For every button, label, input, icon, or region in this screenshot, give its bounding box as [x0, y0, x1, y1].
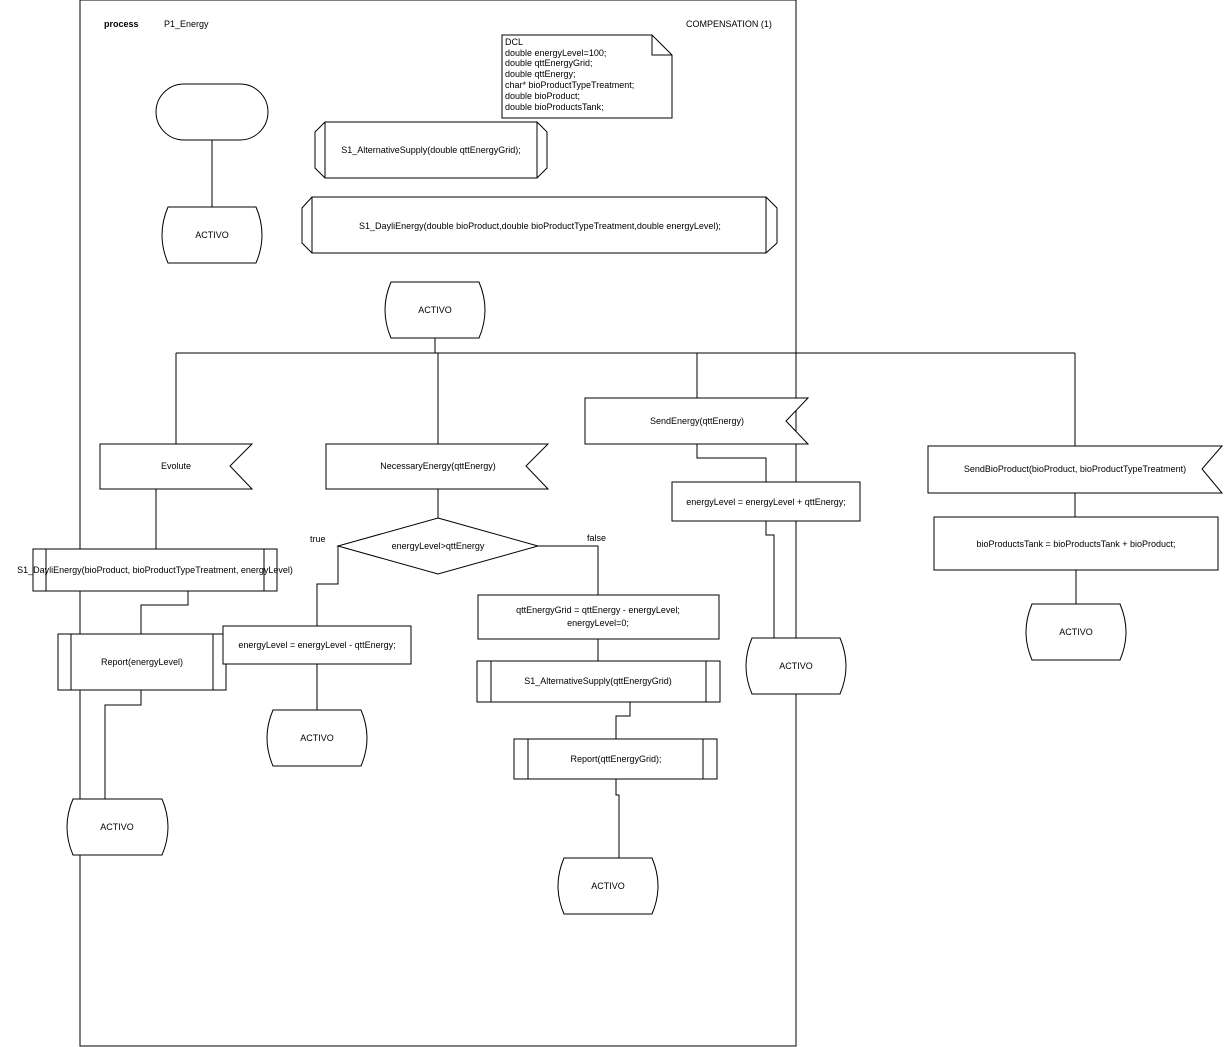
- decision-energy-level: energyLevel>qttEnergy: [336, 517, 540, 575]
- flow-line: [538, 545, 599, 595]
- decision-label: energyLevel>qttEnergy: [392, 541, 485, 551]
- declaration-line: double bioProduct;: [505, 91, 580, 101]
- declaration-line: double energyLevel=100;: [505, 48, 606, 58]
- procedure-call-dayli-energy: S1_DayliEnergy(bioProduct, bioProductTyp…: [17, 548, 293, 592]
- flow-line: [615, 702, 631, 739]
- input-evolute: Evolute: [99, 443, 254, 490]
- procedure-call-report: Report(energyLevel): [57, 633, 227, 691]
- state-label: ACTIVO: [100, 822, 134, 832]
- procedure-ref-dayli-energy: S1_DayliEnergy(double bioProduct,double …: [301, 196, 778, 254]
- state-label: ACTIVO: [591, 881, 625, 891]
- task-label: qttEnergyGrid = qttEnergy - energyLevel;: [516, 605, 680, 615]
- false-label: false: [587, 533, 606, 543]
- input-label: SendEnergy(qttEnergy): [650, 416, 744, 426]
- input-label: Evolute: [161, 461, 191, 471]
- state-activo-main: ACTIVO: [384, 281, 486, 339]
- declaration-block: DCL double energyLevel=100; double qttEn…: [501, 34, 673, 119]
- flow-line: [615, 779, 620, 858]
- task-label: energyLevel = energyLevel - qttEnergy;: [238, 640, 395, 650]
- task-add-bio-product: bioProductsTank = bioProductsTank + bioP…: [933, 516, 1219, 571]
- procedure-ref-label: S1_AlternativeSupply(double qttEnergyGri…: [341, 145, 521, 155]
- state-label: ACTIVO: [300, 733, 334, 743]
- input-label: SendBioProduct(bioProduct, bioProductTyp…: [964, 464, 1186, 474]
- state-activo-true: ACTIVO: [266, 709, 368, 767]
- state-activo-evolute: ACTIVO: [66, 798, 169, 856]
- state-label: ACTIVO: [418, 305, 452, 315]
- declaration-line: double qttEnergy;: [505, 69, 576, 79]
- flow-line: [104, 690, 142, 799]
- input-label: NecessaryEnergy(qttEnergy): [380, 461, 496, 471]
- procedure-call-alternative-supply: S1_AlternativeSupply(qttEnergyGrid): [476, 660, 721, 703]
- procedure-call-label: S1_AlternativeSupply(qttEnergyGrid): [524, 676, 672, 686]
- state-activo-send-energy: ACTIVO: [745, 637, 847, 695]
- state-label: ACTIVO: [1059, 627, 1093, 637]
- state-activo-false: ACTIVO: [557, 857, 659, 915]
- process-keyword: process: [104, 19, 139, 29]
- procedure-call-label: Report(qttEnergyGrid);: [570, 754, 661, 764]
- input-send-energy: SendEnergy(qttEnergy): [584, 397, 810, 445]
- page-label: COMPENSATION (1): [686, 19, 772, 29]
- flow-line: [696, 444, 767, 482]
- procedure-ref-alternative-supply: S1_AlternativeSupply(double qttEnergyGri…: [314, 121, 548, 179]
- task-label: energyLevel=0;: [567, 618, 629, 628]
- flow-line: [140, 591, 189, 634]
- task-compute-grid: qttEnergyGrid = qttEnergy - energyLevel;…: [477, 594, 720, 640]
- state-activo-send-bio: ACTIVO: [1025, 603, 1127, 661]
- flow-line: [765, 521, 775, 638]
- procedure-ref-label: S1_DayliEnergy(double bioProduct,double …: [359, 221, 721, 231]
- start-symbol: [155, 83, 269, 141]
- flow-line: [316, 546, 339, 626]
- input-necessary-energy: NecessaryEnergy(qttEnergy): [325, 443, 550, 490]
- true-label: true: [310, 534, 326, 544]
- task-label: energyLevel = energyLevel + qttEnergy;: [686, 497, 846, 507]
- procedure-call-report-grid: Report(qttEnergyGrid);: [513, 738, 718, 780]
- procedure-call-label: Report(energyLevel): [101, 657, 183, 667]
- state-label: ACTIVO: [779, 661, 813, 671]
- state-activo-initial: ACTIVO: [161, 206, 263, 264]
- declaration-line: DCL: [505, 37, 523, 47]
- task-add-energy: energyLevel = energyLevel + qttEnergy;: [671, 481, 861, 522]
- task-subtract-energy: energyLevel = energyLevel - qttEnergy;: [222, 625, 412, 665]
- state-label: ACTIVO: [195, 230, 229, 240]
- process-name: P1_Energy: [164, 19, 209, 29]
- declaration-line: double qttEnergyGrid;: [505, 58, 593, 68]
- task-label: bioProductsTank = bioProductsTank + bioP…: [976, 539, 1175, 549]
- procedure-call-label: S1_DayliEnergy(bioProduct, bioProductTyp…: [17, 565, 293, 575]
- declaration-line: char* bioProductTypeTreatment;: [505, 80, 634, 90]
- input-send-bio-product: SendBioProduct(bioProduct, bioProductTyp…: [927, 445, 1224, 494]
- declaration-line: double bioProductsTank;: [505, 102, 604, 112]
